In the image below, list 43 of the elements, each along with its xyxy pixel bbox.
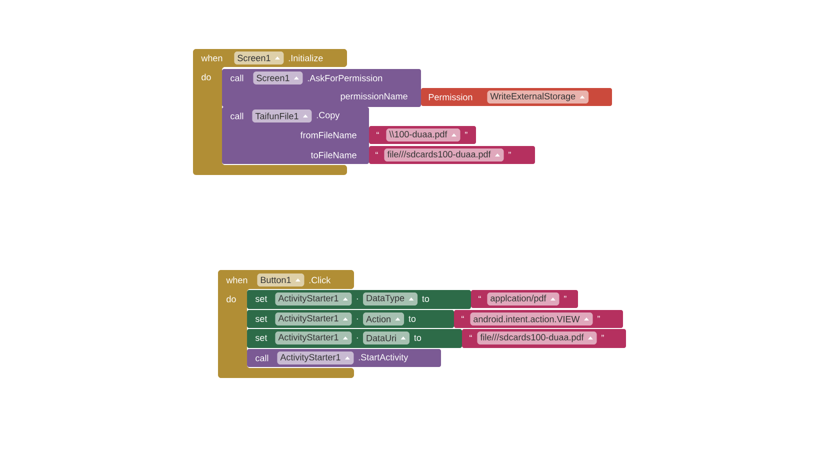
dropdown-field: applcation/pdf [487,292,560,306]
dropdown-field: ActivityStarter1 [275,292,352,306]
node-label: set [255,335,268,341]
dropdown-field: file///sdcards100-duaa.pdf [477,332,597,344]
node-label: ” [601,334,604,337]
node-label: “ [470,334,472,337]
dropdown-field: ActivityStarter1 [275,332,352,344]
dropdown-field: DataType [363,292,418,306]
dropdown-field: ActivityStarter1 [275,312,352,326]
node-label: to [422,296,430,302]
text-string-block: “ applcation/pdf ” [471,290,578,308]
text-string-block: “ \\100-duaa.pdf ” [369,126,476,144]
node-label: ” [597,316,600,318]
node-label: .Copy [316,112,340,120]
dropdown-field: Screen1 [234,52,284,64]
procedure-call-block: call ActivityStarter1 .StartActivity [247,349,441,367]
node-label: call [230,74,244,82]
dropdown-field: Action [363,312,404,326]
dropdown-field: Button1 [257,274,304,286]
dropdown-field: DataUri [363,332,410,344]
node-label: “ [462,316,464,318]
text-string-block: “ file///sdcards100-duaa.pdf ” [462,329,626,348]
setter-block: set ActivityStarter1 . Action to [247,310,454,328]
permission-block: Permission WriteExternalStorage [421,88,612,106]
dropdown-field: ActivityStarter1 [277,352,354,364]
node-label: call [230,112,244,120]
dropdown-field: TaifunFile1 [252,110,312,122]
text-string-block: “ file///sdcards100-duaa.pdf ” [369,146,535,164]
text-string-block: “ android.intent.action.VIEW ” [454,310,623,328]
node-label: set [255,296,268,302]
dropdown-field: file///sdcards100-duaa.pdf [384,148,504,162]
setter-block: set ActivityStarter1 . DataUri to [247,329,462,348]
dropdown-field: android.intent.action.VIEW [470,312,593,326]
node-label: to [414,335,422,341]
node-label: to [408,316,416,322]
setter-block: set ActivityStarter1 . DataType to [247,290,471,309]
node-label: set [255,316,268,322]
dropdown-field: \\100-duaa.pdf [386,128,460,142]
node-label: . [356,298,358,300]
dropdown-field: WriteExternalStorage [487,90,589,104]
dropdown-field: Screen1 [253,72,303,84]
node-label: . [356,318,358,320]
procedure-call-block: call TaifunFile1 .Copy fromFileName toFileName [222,107,369,164]
